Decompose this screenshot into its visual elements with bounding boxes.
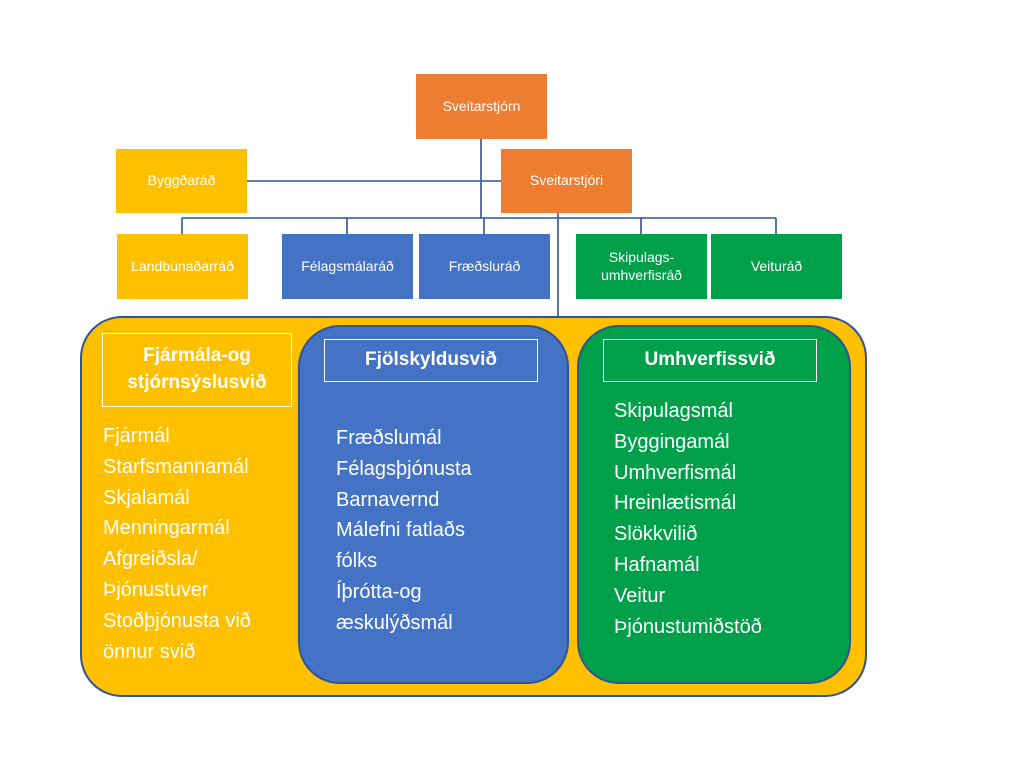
sveitarstjori-box: Sveitarstjóri	[501, 149, 632, 213]
environment-title-text: Umhverfissvið	[644, 349, 776, 371]
byggdarad-label: Byggðaráð	[147, 172, 216, 189]
list-item: Félagsþjónusta	[336, 457, 472, 480]
felagsmalarad-box: Félagsmálaráð	[282, 234, 413, 299]
felagsmalarad-label: Félagsmálaráð	[301, 257, 394, 274]
list-item: Umhverfismál	[614, 461, 737, 484]
finance-division-list: Fjármál Starfsmannamál Skjalamál Menning…	[103, 421, 251, 667]
list-item: Skjalamál	[103, 486, 190, 509]
list-item: Fræðslumál	[336, 427, 442, 449]
veiturad-label: Veituráð	[750, 257, 803, 274]
list-item: Þjónustumiðstöð	[614, 615, 762, 638]
finance-title-line2: stjórnsýslusvið	[127, 372, 267, 393]
environment-division-list: Skipulagsmál Byggingamál Umhverfismál Hr…	[614, 396, 762, 642]
finance-title-line1: Fjármála-og	[143, 345, 251, 367]
list-item: Veitur	[614, 584, 666, 607]
skipulags-umhverfisrad-box: Skipulags- umhverfisráð	[576, 234, 707, 299]
family-division-title: Fjölskyldusvið	[324, 339, 538, 382]
environment-division-title: Umhverfissvið	[603, 339, 817, 382]
family-division-list: Fræðslumál Félagsþjónusta Barnavernd Mál…	[336, 423, 472, 639]
list-item: Starfsmannamál	[103, 455, 249, 478]
finance-division-title: Fjármála-og stjórnsýslusvið	[102, 333, 292, 407]
fraedslurad-box: Fræðsluráð	[419, 234, 550, 299]
sveitarstjorn-box: Sveitarstjórn	[416, 74, 547, 139]
list-item: Stoðþjónusta við	[103, 609, 251, 632]
list-item: Slökkvilið	[614, 523, 698, 546]
sveitarstjorn-label: Sveitarstjórn	[442, 97, 521, 114]
list-item: önnur svið	[103, 640, 196, 663]
skipulags-label-line1: Skipulags-	[608, 249, 675, 265]
skipulags-label-line2: umhverfisráð	[601, 266, 682, 283]
list-item: æskulýðsmál	[336, 611, 453, 634]
list-item: Hafnamál	[614, 553, 700, 576]
sveitarstjori-label: Sveitarstjóri	[529, 172, 604, 189]
list-item: Skipulagsmál	[614, 400, 733, 422]
list-item: Barnavernd	[336, 488, 440, 511]
family-title-text: Fjölskyldusvið	[365, 349, 497, 371]
list-item: Menningarmál	[103, 517, 230, 540]
list-item: fólks	[336, 550, 378, 573]
list-item: Hreinlætismál	[614, 492, 737, 515]
list-item: Fjármál	[103, 425, 170, 447]
list-item: Íþrótta-og	[336, 580, 422, 603]
list-item: Þjónustuver	[103, 578, 209, 601]
list-item: Byggingamál	[614, 430, 730, 453]
list-item: Málefni fatlaðs	[336, 519, 465, 542]
landbunadarrad-label: Landbúnaðarráð	[131, 257, 234, 274]
environment-division-panel	[577, 325, 851, 684]
byggdarad-box: Byggðaráð	[116, 149, 247, 213]
family-division-panel	[298, 325, 569, 684]
list-item: Afgreiðsla/	[103, 548, 198, 571]
fraedslurad-label: Fræðsluráð	[448, 257, 521, 274]
veiturad-box: Veituráð	[711, 234, 842, 299]
landbunadarrad-box: Landbúnaðarráð	[117, 234, 248, 299]
